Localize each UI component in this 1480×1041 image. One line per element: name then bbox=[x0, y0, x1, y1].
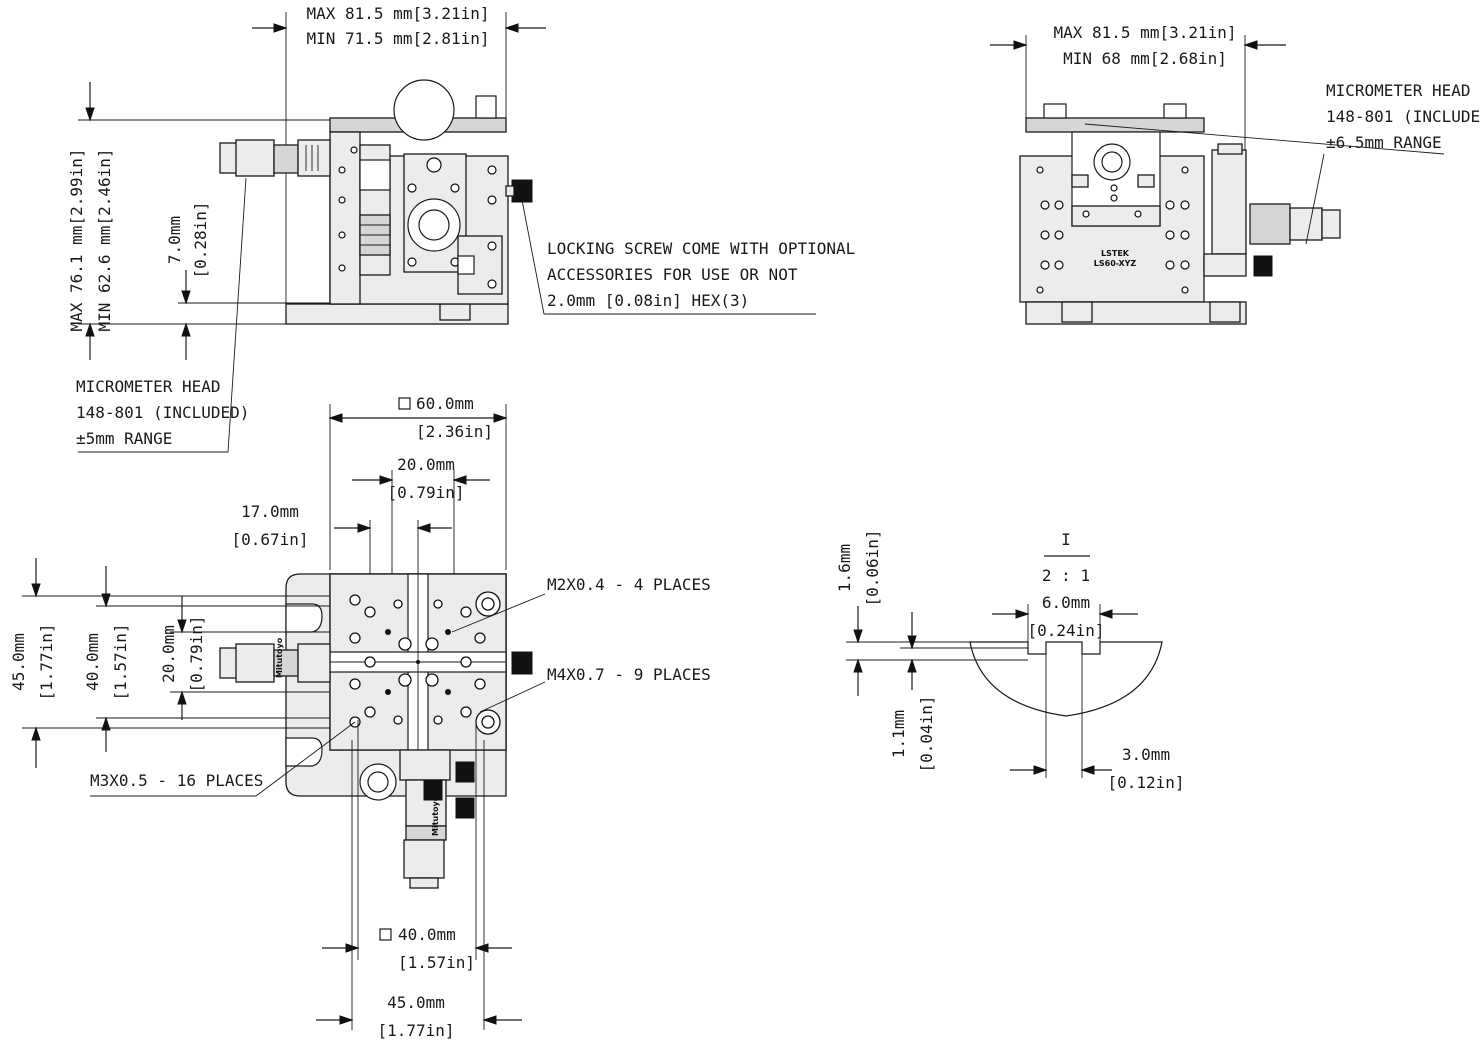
top-20-mm: 20.0mm bbox=[397, 455, 455, 474]
left-20-in: [0.79in] bbox=[187, 615, 206, 692]
locking-screw-line-3: 2.0mm [0.08in] HEX(3) bbox=[547, 291, 749, 310]
top-view: 60.0mm [2.36in] 20.0mm [0.79in] 17.0mm [… bbox=[9, 394, 711, 1040]
front-micrometer-line-3: ±5mm RANGE bbox=[76, 429, 172, 448]
top-17-mm: 17.0mm bbox=[241, 502, 299, 521]
detail-width-mm: 6.0mm bbox=[1042, 593, 1090, 612]
left-20-mm: 20.0mm bbox=[159, 625, 178, 683]
top-60-in: [2.36in] bbox=[416, 422, 493, 441]
locking-screw-line-2: ACCESSORIES FOR USE OR NOT bbox=[547, 265, 798, 284]
left-micrometer-brand: Mitutoyo bbox=[275, 637, 284, 678]
front-offset-mm: 7.0mm bbox=[165, 216, 184, 264]
front-height-min: MIN 62.6 mm[2.46in] bbox=[95, 148, 114, 331]
bottom-micrometer-brand: Mitutoyo bbox=[431, 795, 440, 836]
front-width-max: MAX 81.5 mm[3.21in] bbox=[306, 4, 489, 23]
front-offset-in: [0.28in] bbox=[191, 201, 210, 278]
side-model-label: LS60-XYZ bbox=[1094, 259, 1137, 268]
top-20-in: [0.79in] bbox=[387, 483, 464, 502]
side-micrometer-line-3: ±6.5mm RANGE bbox=[1326, 133, 1442, 152]
left-45-in: [1.77in] bbox=[37, 623, 56, 700]
front-height-max: MAX 76.1 mm[2.99in] bbox=[67, 148, 86, 331]
front-micrometer-line-1: MICROMETER HEAD bbox=[76, 377, 221, 396]
m3-note: M3X0.5 - 16 PLACES bbox=[90, 771, 263, 790]
left-40-mm: 40.0mm bbox=[83, 633, 102, 691]
locking-screw-line-1: LOCKING SCREW COME WITH OPTIONAL bbox=[547, 239, 855, 258]
detail-depth-in: [0.06in] bbox=[863, 529, 882, 606]
front-micrometer-line-2: 148-801 (INCLUDED) bbox=[76, 403, 249, 422]
front-width-min: MIN 71.5 mm[2.81in] bbox=[306, 29, 489, 48]
detail-gap-mm: 3.0mm bbox=[1122, 745, 1170, 764]
detail-width-in: [0.24in] bbox=[1027, 621, 1104, 640]
side-width-min: MIN 68 mm[2.68in] bbox=[1063, 49, 1227, 68]
side-micrometer-line-1: MICROMETER HEAD bbox=[1326, 81, 1471, 100]
detail-label: I bbox=[1061, 530, 1071, 549]
side-width-max: MAX 81.5 mm[3.21in] bbox=[1053, 23, 1236, 42]
bottom-40-mm: 40.0mm bbox=[398, 925, 456, 944]
bottom-45-in: [1.77in] bbox=[377, 1021, 454, 1040]
detail-scale: 2 : 1 bbox=[1042, 566, 1090, 585]
side-micrometer-line-2: 148-801 (INCLUDED) bbox=[1326, 107, 1480, 126]
bottom-40-in: [1.57in] bbox=[398, 953, 475, 972]
side-view: MAX 81.5 mm[3.21in] MIN 68 mm[2.68in] LS bbox=[990, 23, 1480, 325]
bottom-45-mm: 45.0mm bbox=[387, 993, 445, 1012]
side-brand-label: LSTEK bbox=[1101, 249, 1130, 258]
detail-lip-in: [0.04in] bbox=[917, 695, 936, 772]
top-17-in: [0.67in] bbox=[231, 530, 308, 549]
detail-depth-mm: 1.6mm bbox=[835, 544, 854, 592]
detail-gap-in: [0.12in] bbox=[1107, 773, 1184, 792]
left-40-in: [1.57in] bbox=[111, 623, 130, 700]
m4-note: M4X0.7 - 9 PLACES bbox=[547, 665, 711, 684]
detail-view: I 2 : 1 6.0mm [0.24in] 1.6mm [0.06in] 1.… bbox=[835, 529, 1185, 792]
m2-note: M2X0.4 - 4 PLACES bbox=[547, 575, 711, 594]
front-view: MAX 81.5 mm[3.21in] MIN 71.5 mm[2.81in] … bbox=[67, 4, 855, 453]
left-45-mm: 45.0mm bbox=[9, 633, 28, 691]
detail-lip-mm: 1.1mm bbox=[889, 710, 908, 758]
top-60-mm: 60.0mm bbox=[416, 394, 474, 413]
